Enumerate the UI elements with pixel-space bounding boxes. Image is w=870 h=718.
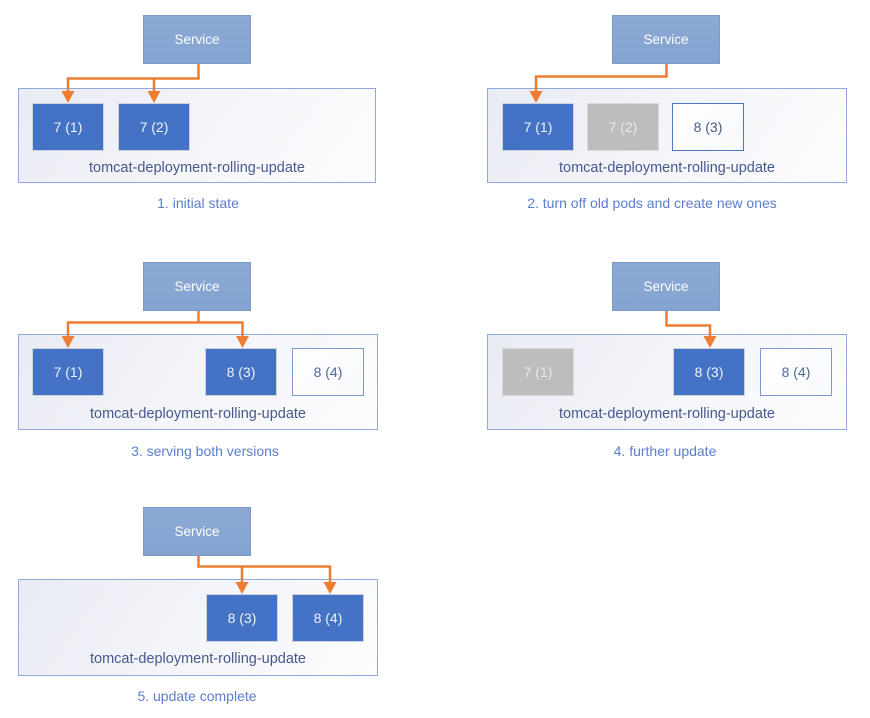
service-node: Service — [143, 507, 251, 556]
pod-7-1: 7 (1) — [32, 103, 104, 151]
pod-7-2: 7 (2) — [587, 103, 659, 151]
pod-7-1: 7 (1) — [32, 348, 104, 396]
service-node: Service — [143, 262, 251, 311]
panel-caption: 4. further update — [613, 443, 717, 459]
deployment-name-label: tomcat-deployment-rolling-update — [559, 406, 775, 422]
pod-7-2: 7 (2) — [118, 103, 190, 151]
service-node: Service — [612, 262, 720, 311]
deployment-name-label: tomcat-deployment-rolling-update — [90, 651, 306, 667]
pod-8-4: 8 (4) — [760, 348, 832, 396]
panel-caption: 2. turn off old pods and create new ones — [527, 195, 777, 211]
panel-caption: 1. initial state — [157, 195, 239, 211]
pod-7-1: 7 (1) — [502, 103, 574, 151]
pod-8-4: 8 (4) — [292, 348, 364, 396]
service-node: Service — [612, 15, 720, 64]
pod-8-4: 8 (4) — [292, 594, 364, 642]
panel-caption: 3. serving both versions — [131, 443, 279, 459]
pod-8-3: 8 (3) — [206, 594, 278, 642]
pod-7-1: 7 (1) — [502, 348, 574, 396]
deployment-name-label: tomcat-deployment-rolling-update — [89, 160, 305, 176]
panel-caption: 5. update complete — [137, 688, 257, 704]
pod-8-3: 8 (3) — [672, 103, 744, 151]
service-node: Service — [143, 15, 251, 64]
pod-8-3: 8 (3) — [673, 348, 745, 396]
pod-8-3: 8 (3) — [205, 348, 277, 396]
deployment-name-label: tomcat-deployment-rolling-update — [559, 160, 775, 176]
deployment-name-label: tomcat-deployment-rolling-update — [90, 406, 306, 422]
